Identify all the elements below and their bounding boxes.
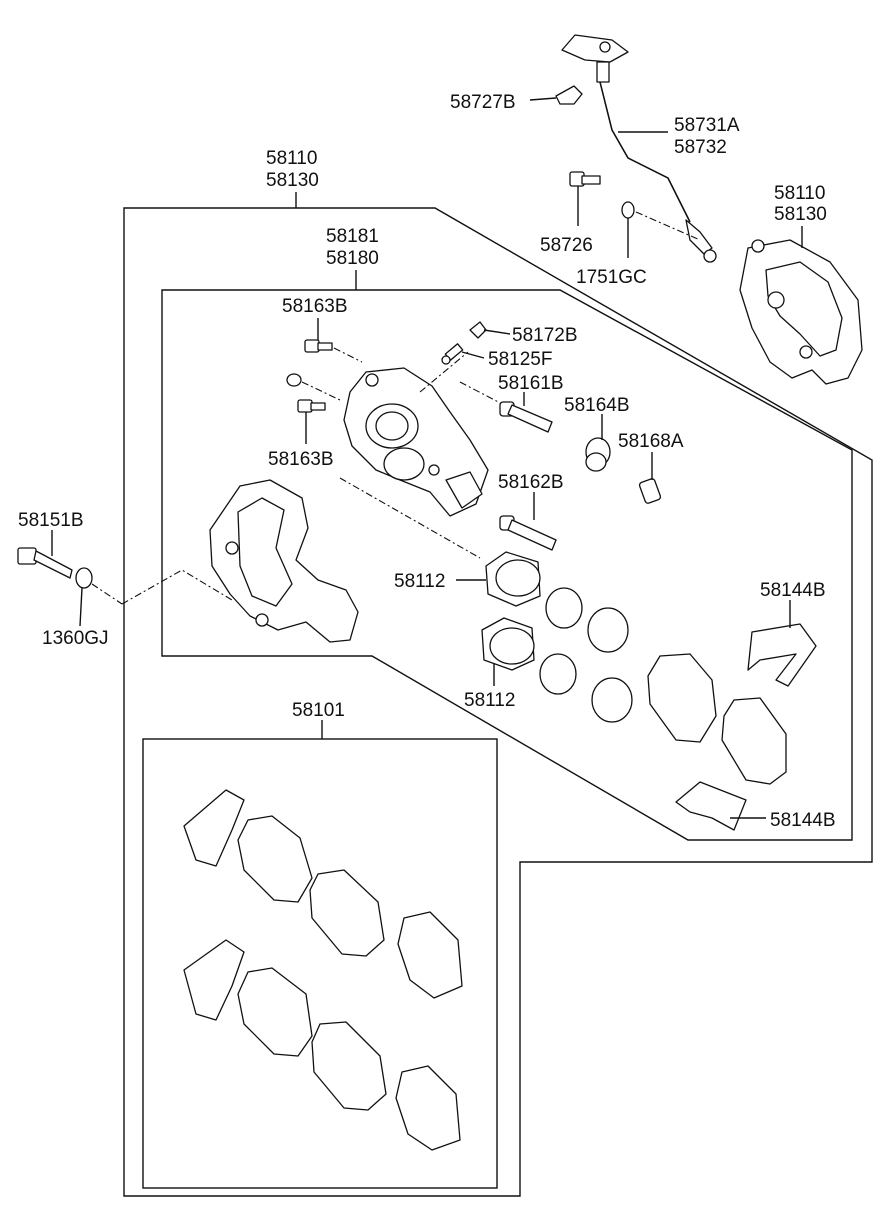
piston-lower [481,617,535,671]
label-58144B-upper: 58144B [760,580,826,601]
label-58125F: 58125F [488,349,552,370]
label-58726: 58726 [540,235,593,256]
label-58172B: 58172B [512,325,578,346]
anti-rattle-clip-upper [747,623,817,687]
label-58163B-upper: 58163B [282,296,348,317]
pad-kit-set-lower [183,939,461,1151]
piston-upper [485,551,541,607]
guide-bolt-lower [297,399,326,413]
pin-bushing [638,478,662,504]
caliper-carrier-bracket [209,479,359,643]
label-58181: 58181 [326,226,379,247]
label-58164B: 58164B [564,395,630,416]
caliper-assembly-icon [739,239,863,385]
label-58110-main: 58110 [266,148,317,169]
guide-bolt-upper [304,339,333,353]
pin-boot [585,437,611,472]
label-58180: 58180 [326,248,379,269]
mounting-washer [75,567,93,589]
label-1751GC: 1751GC [576,267,647,288]
leader-lines [51,97,803,819]
copper-washer [621,201,635,219]
label-58731A: 58731A [674,115,740,136]
bleeder-screw [441,343,464,365]
brake-hose [561,34,717,263]
bushing-cap [286,373,302,387]
frame-caliper-assembly-58110 [123,207,873,1197]
label-58727B: 58727B [450,92,516,113]
piston-seal-lower [539,653,577,695]
brake-pad-outer [721,697,787,785]
brake-pad-inner [647,653,717,743]
guide-pin-upper [499,401,553,433]
label-58101: 58101 [292,700,345,721]
spring-pin-clip [469,321,487,339]
dust-boot-upper [587,607,629,653]
frame-caliper-housing-58181 [161,289,853,841]
label-58144B-lower: 58144B [770,810,836,831]
label-58168A: 58168A [618,431,684,452]
pad-kit-set-upper [183,789,463,999]
mounting-bolt [17,547,73,579]
frame-pad-kit-58101 [142,738,498,1189]
hose-clip [555,85,583,105]
label-58163B-lower: 58163B [268,449,334,470]
label-58732: 58732 [674,137,727,158]
label-58161B: 58161B [498,373,564,394]
piston-seal-upper [545,587,583,629]
label-58112-lower: 58112 [464,690,515,711]
label-58162B: 58162B [498,472,564,493]
label-58110-assembly: 58110 [774,183,825,204]
anti-rattle-clip-lower [675,781,747,831]
caliper-housing [343,367,489,517]
dust-boot-lower [591,677,633,723]
banjo-bolt [569,171,601,187]
label-58130-main: 58130 [266,170,319,191]
guide-pin-lower [499,515,557,551]
label-1360GJ: 1360GJ [42,628,109,649]
label-58130-assembly: 58130 [774,204,827,225]
label-58112-upper: 58112 [394,571,445,592]
label-58151B: 58151B [18,510,84,531]
